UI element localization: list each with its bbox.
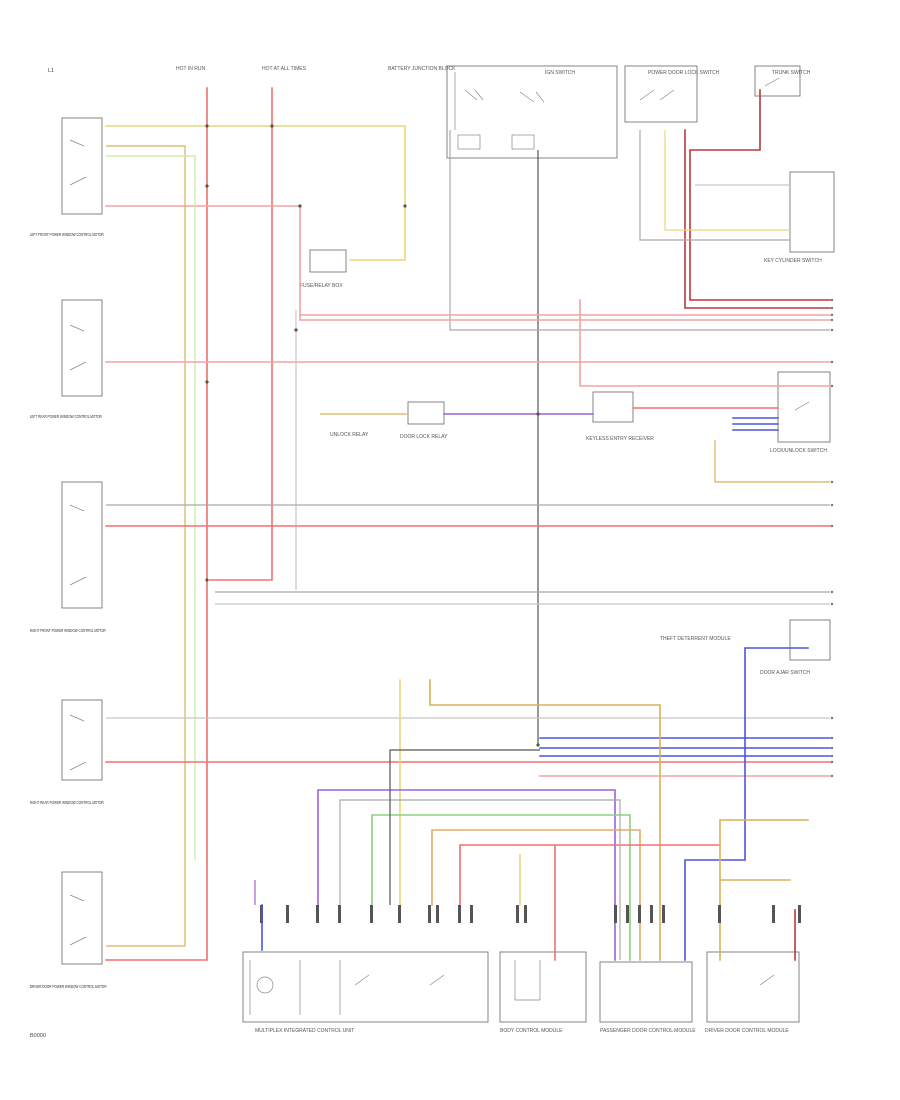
- driver-door-module-box: DRIVER DOOR CONTROL MODULE: [705, 951, 800, 1034]
- keyless-entry-box: KEYLESS ENTRY RECEIVER: [586, 391, 654, 442]
- right-rear-label: RIGHT REAR POWER WINDOW CONTROL MOTOR: [30, 799, 104, 805]
- right-front-label: RIGHT FRONT POWER WINDOW CONTROL MOTOR: [30, 627, 106, 633]
- right-rear-switch-box: [61, 699, 103, 781]
- multiplex-unit-box: MULTIPLEX INTEGRATED CONTROL UNIT: [242, 951, 489, 1034]
- wire-gray-left: [449, 130, 830, 331]
- driver-door-label: DRIVER DOOR POWER WINDOW CONTROL MOTOR: [30, 983, 107, 989]
- driver-door-module-label: DRIVER DOOR CONTROL MODULE: [705, 1028, 789, 1034]
- fuse-relay-label: FUSE/RELAY BOX: [300, 283, 343, 289]
- left-front-label: LEFT FRONT POWER WINDOW CONTROL MOTOR: [30, 231, 104, 237]
- trunk-switch-box: [754, 65, 801, 97]
- wire-red-main: [105, 87, 208, 961]
- door-ajar-switch-box: DOOR AJAR SWITCH: [760, 619, 831, 676]
- driver-door-switch-box: [61, 871, 103, 965]
- ignition-switch-box: [446, 65, 618, 159]
- unlock-relay-label: UNLOCK RELAY: [330, 432, 369, 438]
- left-rear-label: LEFT REAR POWER WINDOW CONTROL MOTOR: [30, 413, 102, 419]
- wire-blue-keyless: [732, 417, 779, 431]
- fuse-a-label: HOT IN RUN: [176, 66, 205, 72]
- wire-yellow-kc: [664, 130, 790, 231]
- wire-gray-kc: [639, 130, 790, 241]
- door-lock-relay-label: DOOR LOCK RELAY: [400, 434, 448, 440]
- body-control-label: BODY CONTROL MODULE: [500, 1028, 563, 1034]
- pass-door-module-box: PASSENGER DOOR CONTROL MODULE: [599, 961, 696, 1034]
- battery-junction-label: BATTERY JUNCTION BLOCK: [388, 66, 456, 72]
- keyless-entry-label: KEYLESS ENTRY RECEIVER: [586, 436, 654, 442]
- wire-tan-center: [429, 679, 661, 961]
- wire-purple-bottom: [317, 789, 616, 961]
- theft-module-label: THEFT DETERRENT MODULE: [660, 636, 731, 642]
- wire-orange-bottom: [431, 829, 641, 961]
- left-front-switch-box: [61, 117, 103, 215]
- wire-blue-bus: [539, 737, 831, 757]
- wire-pink-keyless: [579, 299, 831, 387]
- trunk-switch-label: TRUNK SWITCH: [772, 70, 811, 76]
- wire-dark-red-bundle: [689, 89, 831, 301]
- power-door-lock-switch-box: [624, 65, 698, 123]
- door-lock-relay-box: DOOR LOCK RELAY: [400, 401, 448, 440]
- wire-gray-bottom: [339, 799, 621, 960]
- right-front-switch-box: [61, 481, 103, 609]
- door-ajar-label: DOOR AJAR SWITCH: [760, 670, 810, 676]
- lock-unlock-switch-box: LOCK/UNLOCK SWITCH: [770, 371, 831, 454]
- wire-yellow-top: [105, 125, 406, 261]
- body-control-box: BODY CONTROL MODULE: [499, 951, 587, 1034]
- wire-dark-red-2: [684, 129, 831, 309]
- connector-stubs: [260, 905, 801, 923]
- right-terminal-dots: [830, 298, 834, 778]
- key-cylinder-label: KEY CYLINDER SWITCH: [764, 258, 822, 264]
- page-id-label: L1: [48, 68, 54, 74]
- pass-door-module-label: PASSENGER DOOR CONTROL MODULE: [600, 1028, 696, 1034]
- ignition-switch-label: IGN SWITCH: [545, 70, 575, 76]
- lock-unlock-switch-label: LOCK/UNLOCK SWITCH: [770, 448, 827, 454]
- footer-code: B0000: [30, 1033, 46, 1039]
- wire-tan-left: [106, 145, 186, 947]
- wire-blue-riser: [684, 647, 809, 961]
- wire-light-green-left: [106, 155, 196, 860]
- junction-dots: [205, 124, 540, 747]
- multiplex-unit-label: MULTIPLEX INTEGRATED CONTROL UNIT: [255, 1028, 354, 1034]
- wire-green-bottom: [371, 814, 631, 961]
- fuse-b-label: HOT AT ALL TIMES: [262, 66, 307, 72]
- wire-red-fuse-b: [209, 87, 273, 581]
- wire-red-bottom: [459, 844, 721, 961]
- wire-pink-top: [105, 205, 831, 321]
- wire-gray-center-drop: [389, 749, 540, 905]
- left-rear-switch-box: [61, 299, 103, 397]
- wire-tan-keyless: [714, 440, 830, 483]
- key-cylinder-switch-box: KEY CYLINDER SWITCH: [764, 171, 835, 264]
- fuse-relay-box: FUSE/RELAY BOX: [300, 249, 347, 289]
- power-door-lock-switch-label: POWER DOOR LOCK SWITCH: [648, 70, 720, 76]
